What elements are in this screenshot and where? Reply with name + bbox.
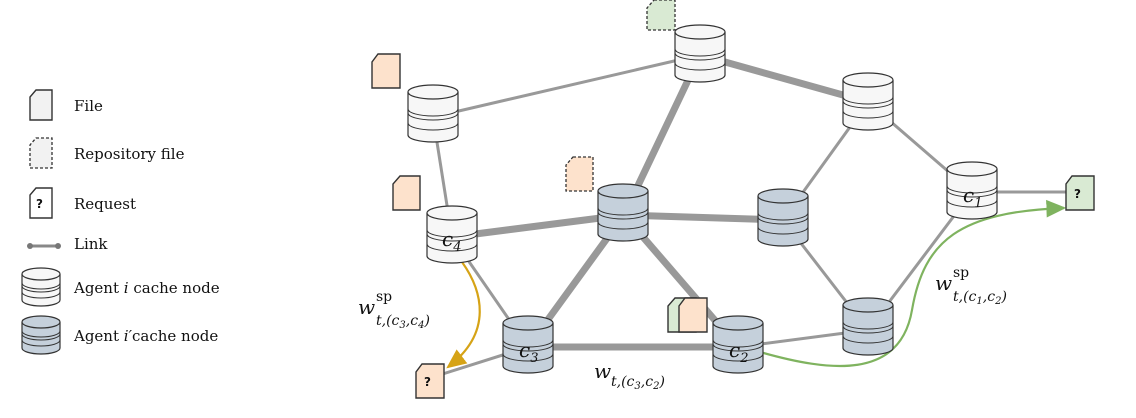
legend-agent-i-prime-label: Agent i′cache node [73, 327, 218, 345]
link [431, 53, 702, 119]
svg-text:t,(c3,c2): t,(c3,c2) [611, 374, 665, 392]
weight-label-middle: w t,(c3,c2) [594, 359, 665, 392]
legend-agent-i-label: Agent i cache node [73, 279, 220, 297]
node-center-blue [597, 183, 649, 242]
node-bottom-right-blue [842, 297, 894, 356]
path-arrow-c4-to-request [446, 261, 481, 369]
link-thick [620, 211, 787, 224]
legend-agent-i-node-icon [21, 267, 61, 307]
svg-text:?: ? [1074, 187, 1081, 201]
file-orange-left [392, 175, 421, 211]
label-c4: c4 [442, 227, 461, 255]
svg-text:w: w [935, 271, 952, 295]
weight-label-left: w sp t,(c3,c4) [358, 289, 430, 331]
legend-repository-file-icon [29, 137, 53, 169]
node-c2 [712, 315, 764, 374]
node-mid-right-blue [757, 188, 809, 247]
svg-text:w: w [358, 295, 375, 319]
node-left-white [407, 84, 459, 143]
label-c1: c1 [963, 183, 982, 211]
node-c4 [426, 205, 478, 264]
weight-label-right: w sp t,(c1,c2) [935, 265, 1007, 307]
legend-request-label: Request [74, 195, 136, 213]
legend-file-icon [29, 89, 53, 121]
link-thick [448, 211, 628, 241]
repository-file-green [646, 0, 676, 31]
node-right-white [842, 72, 894, 131]
legend-agent-i-prime-node-icon [21, 315, 61, 355]
node-c3 [502, 315, 554, 374]
legend-link-label: Link [74, 235, 108, 253]
legend: File Repository file ? Request Link Agen… [21, 89, 220, 355]
repository-file-orange [565, 156, 594, 192]
label-c3: c3 [519, 338, 538, 366]
link-thick [696, 51, 872, 106]
request-green: ? [1065, 175, 1095, 211]
svg-text:t,(c1,c2): t,(c1,c2) [953, 289, 1007, 307]
node-top-white [674, 24, 726, 83]
label-c2: c2 [729, 338, 748, 366]
legend-file-label: File [74, 97, 103, 115]
svg-text:t,(c3,c4): t,(c3,c4) [376, 313, 430, 331]
svg-text:sp: sp [953, 265, 969, 281]
svg-text:sp: sp [376, 289, 392, 305]
legend-request-icon: ? [29, 187, 53, 219]
request-orange: ? [415, 363, 445, 399]
path-arrow-c2-to-request [759, 199, 1067, 368]
legend-link-icon [27, 243, 61, 249]
svg-text:?: ? [424, 375, 431, 389]
file-orange-topleft [371, 53, 401, 89]
svg-text:?: ? [36, 197, 43, 211]
svg-text:w: w [594, 359, 611, 383]
legend-repository-file-label: Repository file [74, 145, 185, 163]
file-pair-near-c2 [667, 297, 708, 333]
node-c1 [946, 161, 998, 220]
